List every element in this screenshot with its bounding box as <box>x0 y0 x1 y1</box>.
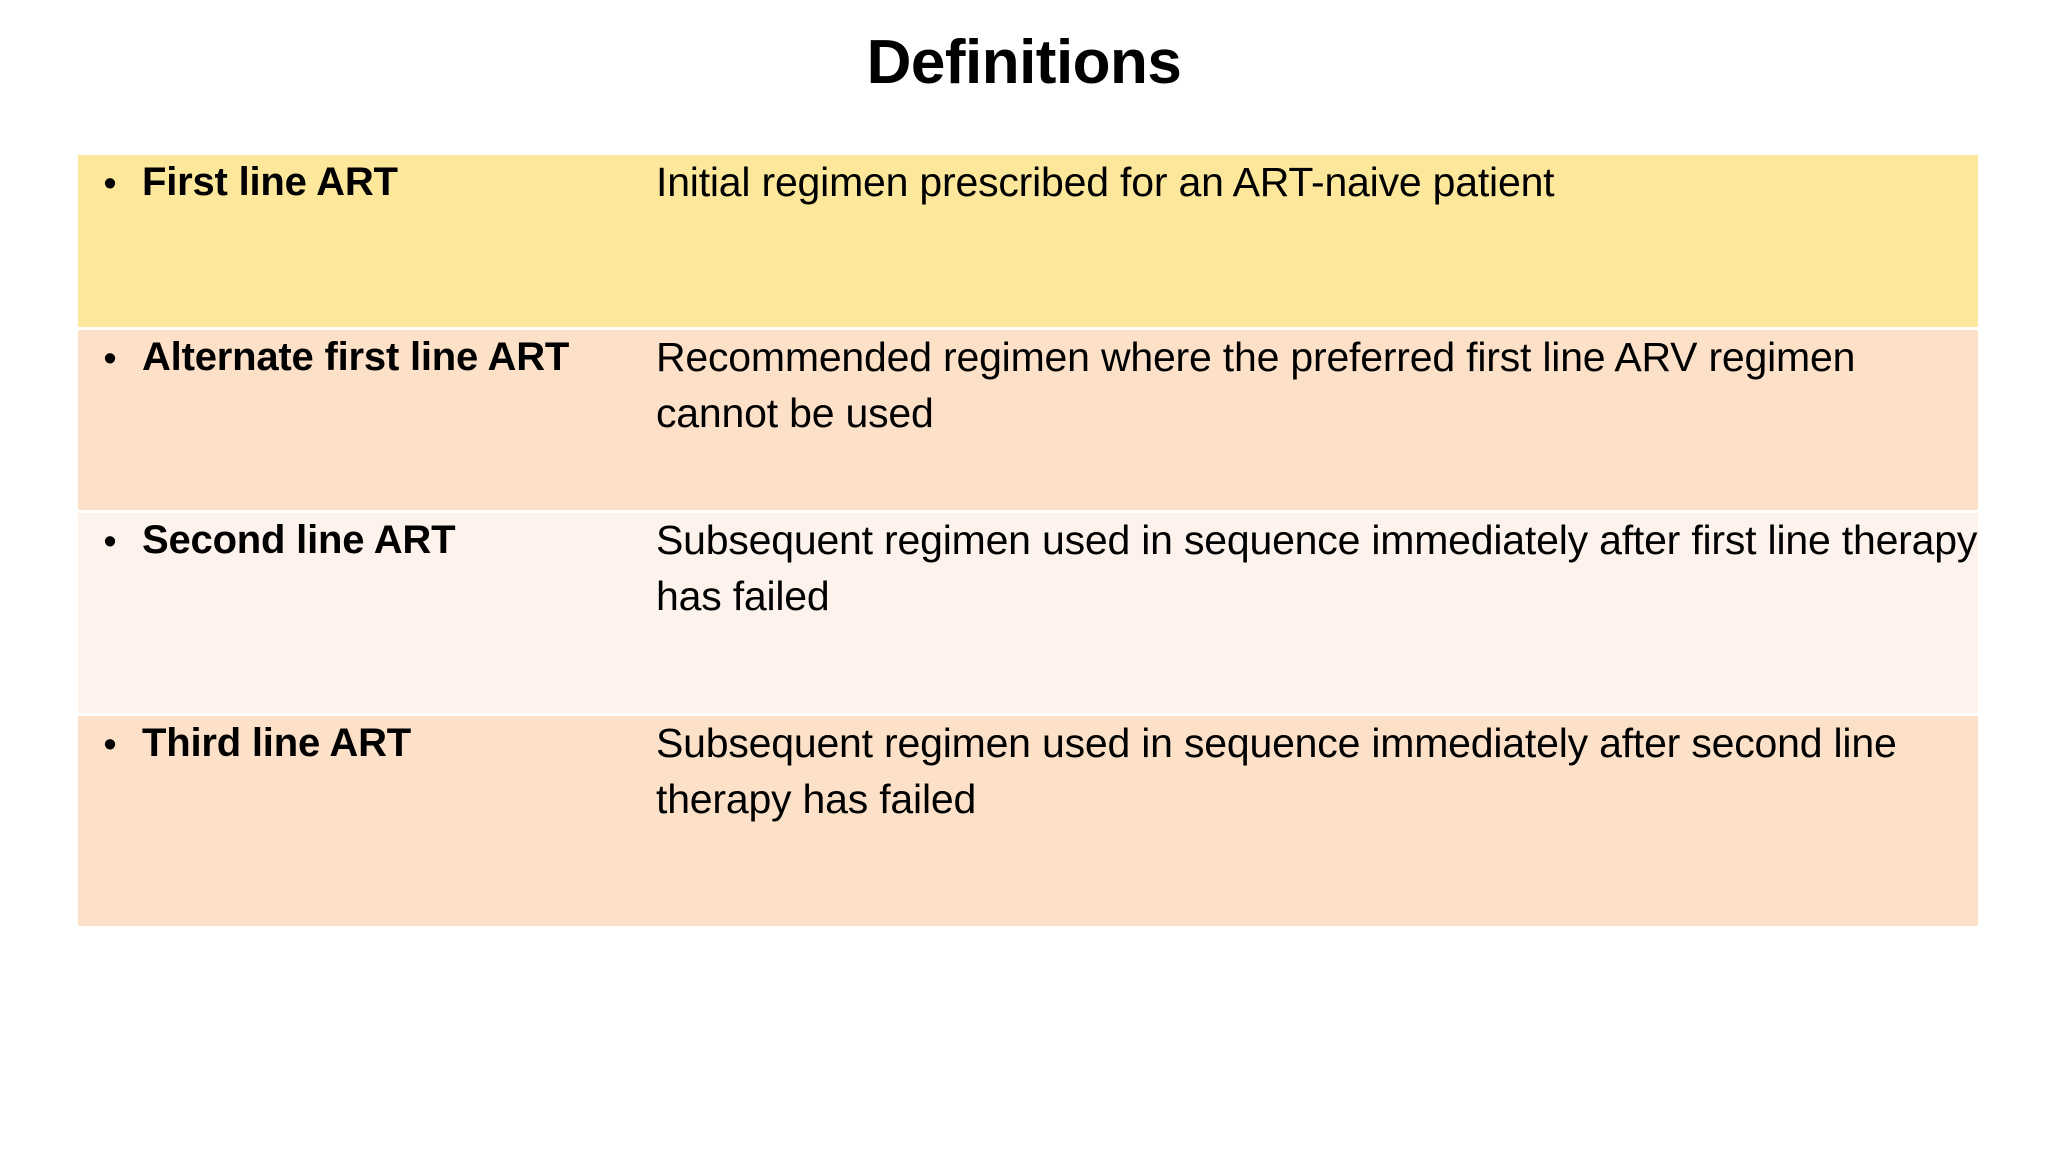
definition-text: Subsequent regimen used in sequence imme… <box>656 517 1978 619</box>
table-row: • First line ART Initial regimen prescri… <box>78 155 1978 330</box>
definition-text: Subsequent regimen used in sequence imme… <box>656 720 1897 822</box>
term-cell: • First line ART <box>78 155 656 330</box>
definition-cell: Initial regimen prescribed for an ART-na… <box>656 155 1978 330</box>
bullet-icon: • <box>103 724 117 766</box>
definition-text: Recommended regimen where the preferred … <box>656 334 1856 436</box>
table-row: • Second line ART Subsequent regimen use… <box>78 511 1978 716</box>
term-cell: • Second line ART <box>78 511 656 716</box>
definitions-table: • First line ART Initial regimen prescri… <box>78 155 1978 926</box>
table-row: • Third line ART Subsequent regimen used… <box>78 714 1978 926</box>
term-label: First line ART <box>142 160 398 204</box>
definition-cell: Recommended regimen where the preferred … <box>656 328 1978 513</box>
table-row: • Alternate first line ART Recommended r… <box>78 328 1978 513</box>
term-cell: • Alternate first line ART <box>78 328 656 513</box>
bullet-icon: • <box>103 338 117 380</box>
bullet-icon: • <box>103 163 117 205</box>
term-label: Third line ART <box>142 721 412 765</box>
term-label: Second line ART <box>142 518 456 562</box>
definition-cell: Subsequent regimen used in sequence imme… <box>656 511 1978 716</box>
term-cell: • Third line ART <box>78 714 656 926</box>
page-title: Definitions <box>866 28 1182 97</box>
definition-cell: Subsequent regimen used in sequence imme… <box>656 714 1978 926</box>
bullet-icon: • <box>103 521 117 563</box>
definition-text: Initial regimen prescribed for an ART-na… <box>656 159 1555 205</box>
term-label: Alternate first line ART <box>142 335 570 379</box>
